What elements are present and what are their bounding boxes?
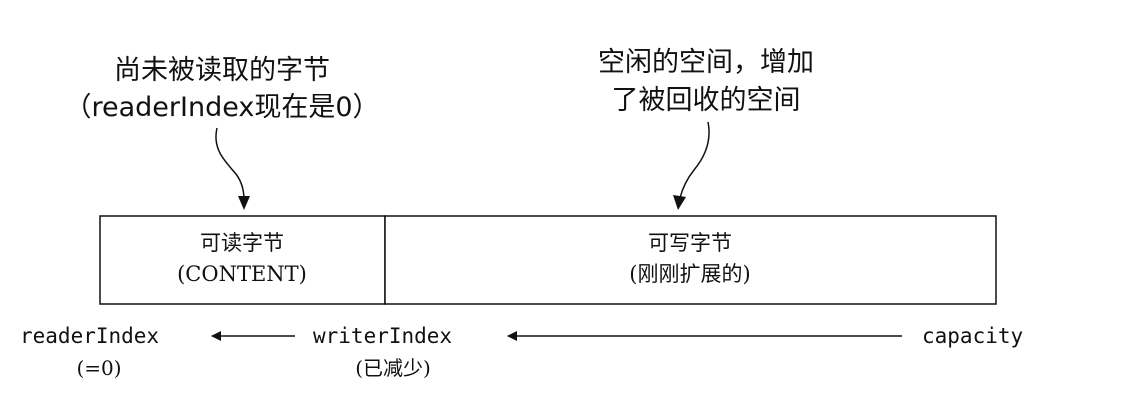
annotation-left-line2: （readerIndex现在是0）	[64, 92, 379, 123]
writer-index-label: writerIndex	[313, 324, 452, 348]
capacity-label: capacity	[922, 324, 1023, 348]
writable-segment-title: 可写字节	[648, 231, 732, 255]
reader-index-label: readerIndex	[20, 324, 159, 348]
writable-bytes-segment	[384, 215, 997, 305]
writer-index-note: (已减少)	[355, 356, 431, 380]
annotation-right-line2: 了被回收的空间	[612, 85, 801, 116]
writable-segment-subtitle: (刚刚扩展的)	[629, 262, 750, 286]
annotation-left-line1: 尚未被读取的字节	[114, 55, 330, 86]
reader-index-note: (=0)	[76, 356, 121, 380]
readable-segment-subtitle: (CONTENT)	[177, 262, 307, 286]
annotation-left-arrowhead	[238, 196, 250, 210]
annotation-left-pointer	[215, 127, 245, 201]
annotation-right-arrowhead	[673, 195, 686, 210]
annotation-right-pointer	[679, 121, 710, 199]
readable-segment-title: 可读字节	[200, 231, 284, 255]
readable-bytes-segment	[99, 215, 386, 305]
annotation-right-line1: 空闲的空间，增加	[598, 47, 814, 78]
